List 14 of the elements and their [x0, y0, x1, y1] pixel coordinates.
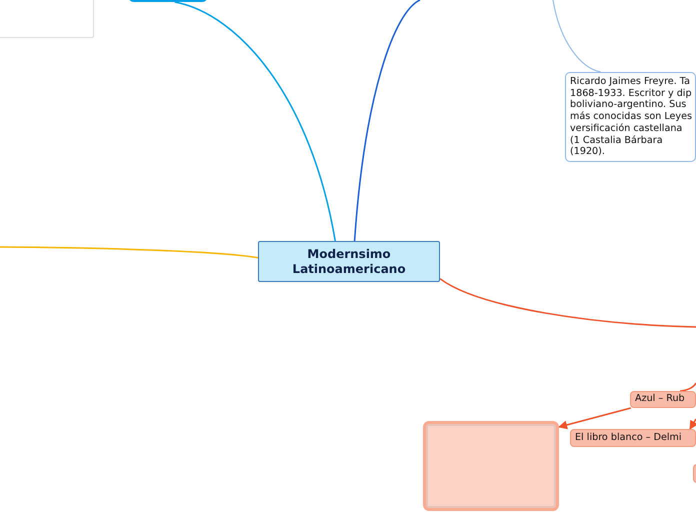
arrow: [558, 407, 632, 430]
note-box: [0, 0, 94, 38]
connector-line: [552, 0, 602, 72]
connector-line: [0, 246, 258, 258]
connector-line: [440, 278, 696, 328]
topic-box: Azul – Rub: [630, 391, 696, 408]
connector-line: [174, 1, 336, 242]
connector-line: [680, 382, 696, 392]
note-box: Ricardo Jaimes Freyre. Ta 1868-1933. Escritor y dip boliviano-argentino. Sus más conocidas son Leyes versificación castellana (1 Castalia Bárbara (1920).: [565, 72, 696, 162]
image-box: [423, 421, 559, 511]
topic-box: El libro blanco – Delmi: [570, 429, 696, 447]
topic-box: Modernsimo Latinoamericano: [258, 241, 440, 282]
arrow: [689, 418, 696, 430]
connector-line: [354, 0, 420, 242]
